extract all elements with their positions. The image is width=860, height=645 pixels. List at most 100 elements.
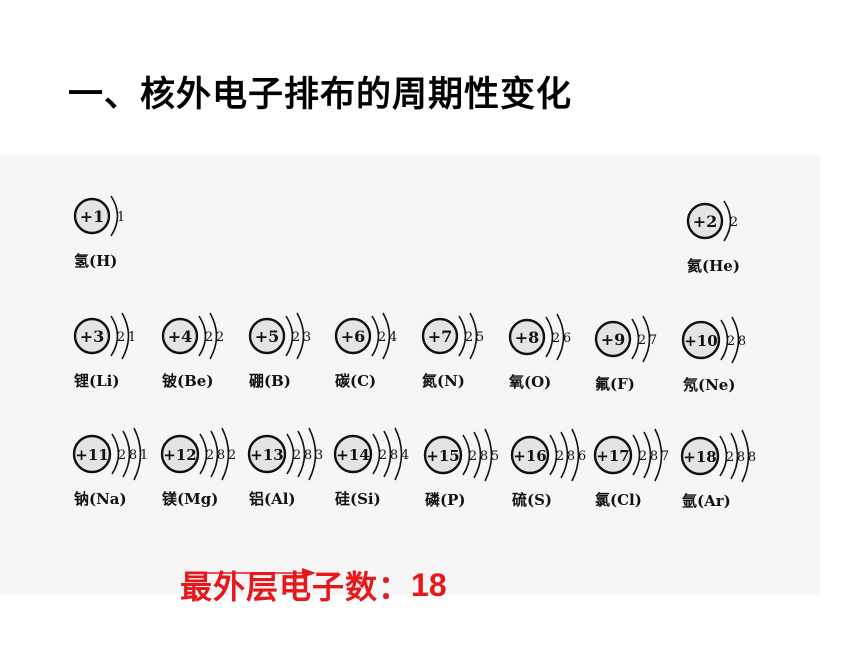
shell-electron-count: 2	[292, 330, 300, 345]
electron-shell-arc	[383, 430, 392, 478]
shell-electron-count: 2	[117, 330, 125, 345]
nucleus-charge: +13	[250, 446, 283, 464]
element-name: 氦(He)	[687, 257, 740, 275]
element-name: 氖(Ne)	[682, 376, 735, 394]
shell-electron-count: 2	[379, 448, 387, 463]
shell-electron-count: 2	[206, 448, 214, 463]
electron-shell-arc	[643, 431, 652, 479]
element-name: 氩(Ar)	[682, 492, 731, 510]
electron-shell-arc	[469, 312, 478, 360]
nucleus-charge: +6	[341, 327, 366, 346]
electron-shell-arc	[394, 427, 403, 481]
nucleus-circle	[160, 434, 200, 474]
nucleus-circle	[593, 435, 633, 475]
nucleus-circle	[686, 202, 724, 240]
nucleus-circle	[73, 197, 111, 235]
shell-electron-count: 8	[129, 448, 137, 463]
shell-electron-count: 2	[727, 334, 735, 349]
electron-shell-arc	[110, 315, 119, 357]
atom-diagram-panel	[0, 155, 820, 595]
shell-electron-count: 8	[737, 450, 745, 465]
electron-shell-arc	[382, 312, 391, 360]
shell-electron-count: 2	[378, 330, 386, 345]
element-name: 镁(Mg)	[162, 490, 218, 508]
element-name: 锂(Li)	[74, 372, 119, 390]
element-name: 硅(Si)	[335, 490, 381, 508]
shell-electron-count: 8	[217, 448, 225, 463]
shell-electron-count: 7	[661, 449, 669, 464]
shell-electron-count: 2	[205, 330, 213, 345]
shell-electron-count: 4	[389, 330, 397, 345]
element-name: 铝(Al)	[249, 490, 296, 508]
electron-shell-arc	[458, 315, 467, 357]
nucleus-circle	[334, 317, 372, 355]
nucleus-charge: +3	[80, 327, 105, 346]
electron-shell-arc	[121, 312, 130, 360]
electron-shell-arc	[462, 434, 471, 476]
nucleus-charge: +10	[684, 332, 717, 350]
electron-shell-arc	[731, 316, 740, 364]
electron-shell-arc	[308, 427, 317, 481]
electron-shell-arc	[720, 319, 729, 361]
electron-shell-arc	[741, 429, 750, 483]
electron-shell-arc	[198, 315, 207, 357]
nucleus-charge: +9	[601, 330, 626, 349]
shell-electron-count: 8	[480, 449, 488, 464]
nucleus-charge: +12	[163, 446, 196, 464]
nucleus-circle	[247, 434, 287, 474]
electron-shell-arc	[372, 433, 381, 475]
shell-electron-count: 2	[465, 330, 473, 345]
electron-shell-arc	[296, 312, 305, 360]
electron-shell-arc	[549, 434, 558, 476]
element-name: 氧(O)	[508, 373, 551, 391]
element-name: 碳(C)	[335, 372, 376, 390]
electron-shell-arc	[210, 430, 219, 478]
shell-electron-count: 2	[293, 448, 301, 463]
electron-shell-arc	[631, 318, 640, 360]
electron-shell-arc	[371, 315, 380, 357]
nucleus-charge: +4	[168, 327, 193, 346]
nucleus-circle	[333, 434, 373, 474]
element-name: 氮(N)	[422, 372, 465, 390]
nucleus-charge: +2	[693, 212, 718, 231]
element-name: 硼(B)	[249, 372, 291, 390]
nucleus-circle	[248, 317, 286, 355]
shell-electron-count: 2	[638, 333, 646, 348]
shell-electron-count: 1	[140, 448, 148, 463]
nucleus-circle	[423, 435, 463, 475]
nucleus-circle	[680, 436, 720, 476]
element-name: 氯(Cl)	[595, 491, 642, 509]
nucleus-charge: +8	[515, 328, 540, 347]
shell-electron-count: 6	[578, 449, 586, 464]
shell-electron-count: 7	[649, 333, 657, 348]
shell-electron-count: 2	[726, 450, 734, 465]
nucleus-circle	[161, 317, 199, 355]
shell-electron-count: 2	[469, 449, 477, 464]
shell-electron-count: 3	[303, 330, 311, 345]
element-name: 磷(P)	[425, 491, 465, 509]
shell-electron-count: 5	[491, 449, 499, 464]
electron-shell-arc	[473, 431, 482, 479]
electron-shell-arc	[199, 433, 208, 475]
electron-shell-arc	[545, 316, 554, 358]
shell-electron-count: 8	[748, 450, 756, 465]
nucleus-circle	[508, 318, 546, 356]
electron-shell-arc	[484, 428, 493, 482]
page-title: 一、核外电子排布的周期性变化	[68, 75, 573, 115]
shell-electron-count: 2	[639, 449, 647, 464]
summary-label: 最外层电子数：	[180, 568, 412, 606]
shell-electron-count: 4	[401, 448, 409, 463]
electron-shell-arc	[133, 427, 142, 481]
summary-to: 8	[428, 566, 447, 603]
nucleus-circle	[421, 317, 459, 355]
